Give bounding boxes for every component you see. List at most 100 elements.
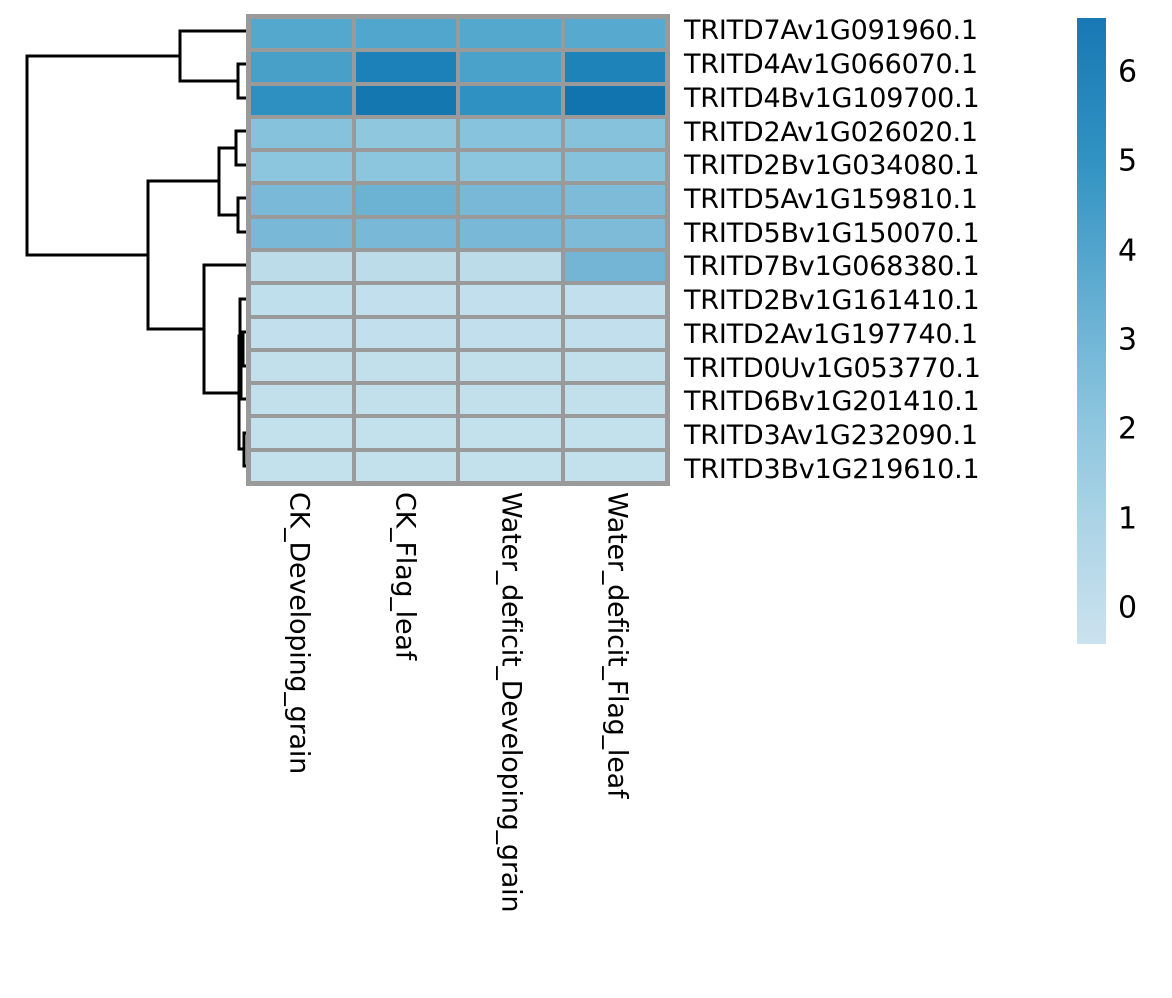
column-label: CK_Developing_grain	[283, 492, 315, 775]
column-label: CK_Flag_leaf	[389, 492, 421, 661]
heatmap-cell	[355, 251, 456, 282]
heatmap-cell	[251, 351, 352, 382]
heatmap-cell	[251, 251, 352, 282]
row-label: TRITD7Bv1G068380.1	[684, 251, 980, 283]
heatmap-cell	[460, 385, 561, 415]
heatmap-cell	[355, 85, 456, 115]
row-label: TRITD2Bv1G161410.1	[684, 285, 980, 317]
heatmap-cell	[355, 52, 456, 82]
heatmap-cell	[355, 285, 456, 315]
heatmap-cell	[251, 318, 352, 348]
column-label-slot: Water_deficit_Flag_leaf	[564, 492, 670, 912]
column-label: Water_deficit_Flag_leaf	[601, 492, 633, 799]
heatmap-cell	[564, 285, 665, 315]
heatmap-cell	[460, 118, 561, 149]
row-label: TRITD2Bv1G034080.1	[684, 150, 980, 182]
heatmap-cell	[355, 118, 456, 149]
row-label: TRITD6Bv1G201410.1	[684, 386, 980, 418]
heatmap-cell	[460, 418, 561, 448]
heatmap-cell	[564, 451, 665, 481]
colorbar-tick-label: 0	[1118, 590, 1138, 626]
column-label: Water_deficit_Developing_grain	[495, 492, 527, 913]
colorbar-tick-label: 3	[1118, 322, 1138, 358]
heatmap-row	[251, 52, 665, 82]
column-label-slot: Water_deficit_Developing_grain	[458, 492, 564, 912]
heatmap-row	[251, 85, 665, 115]
heatmap-row	[251, 185, 665, 215]
heatmap-cell	[251, 185, 352, 215]
heatmap-cell	[460, 152, 561, 182]
row-dendrogram	[25, 29, 246, 468]
heatmap-cell	[564, 251, 665, 282]
heatmap-cell	[355, 451, 456, 481]
heatmap-cell	[460, 285, 561, 315]
heatmap-cell	[355, 152, 456, 182]
row-label: TRITD3Bv1G219610.1	[684, 453, 980, 485]
column-label-slot: CK_Flag_leaf	[352, 492, 458, 912]
heatmap-cell	[355, 418, 456, 448]
heatmap-cell	[355, 185, 456, 215]
heatmap-cell	[564, 218, 665, 248]
heatmap-cell	[251, 385, 352, 415]
colorbar-tick-label: 4	[1118, 233, 1138, 268]
heatmap-row	[251, 418, 665, 448]
heatmap-cell	[564, 152, 665, 182]
heatmap-cell	[564, 418, 665, 448]
heatmap-cell	[460, 351, 561, 382]
heatmap-cell	[251, 152, 352, 182]
heatmap-cell	[564, 351, 665, 382]
row-label: TRITD5Av1G159810.1	[684, 183, 978, 215]
row-label: TRITD4Av1G066070.1	[684, 49, 978, 81]
heatmap-cell	[564, 85, 665, 115]
heatmap-cell	[564, 19, 665, 49]
column-label-list: CK_Developing_grain CK_Flag_leaf Water_def…	[246, 492, 670, 912]
heatmap-cell	[460, 318, 561, 348]
heatmap-cell	[460, 251, 561, 282]
heatmap-cell	[460, 85, 561, 115]
heatmap-row	[251, 451, 665, 481]
heatmap-row	[251, 19, 665, 49]
row-label: TRITD3Av1G232090.1	[684, 419, 978, 451]
heatmap-row	[251, 118, 665, 149]
row-label: TRITD0Uv1G053770.1	[684, 352, 981, 384]
heatmap-cell	[251, 418, 352, 448]
heatmap-cell	[564, 318, 665, 348]
heatmap-cell	[251, 118, 352, 149]
row-label: TRITD5Bv1G150070.1	[684, 217, 980, 249]
heatmap-cell	[460, 19, 561, 49]
heatmap-cell	[355, 19, 456, 49]
heatmap-cell	[251, 451, 352, 481]
heatmap-row	[251, 251, 665, 282]
heatmap-cell	[251, 85, 352, 115]
heatmap-row	[251, 318, 665, 348]
colorbar-tick-label: 6	[1118, 54, 1138, 90]
heatmap-cell	[460, 218, 561, 248]
colorbar-tick-label: 5	[1118, 143, 1138, 179]
heatmap-cell	[355, 351, 456, 382]
row-label: TRITD2Av1G197740.1	[684, 318, 978, 350]
column-label-slot: CK_Developing_grain	[246, 492, 352, 912]
heatmap-row	[251, 351, 665, 382]
heatmap-cell	[251, 218, 352, 248]
heatmap-cell	[564, 52, 665, 82]
heatmap-cell	[460, 52, 561, 82]
row-label: TRITD4Bv1G109700.1	[684, 82, 980, 114]
heatmap-cell	[251, 52, 352, 82]
colorbar-tick-label: 1	[1118, 501, 1138, 537]
heatmap-row	[251, 152, 665, 182]
heatmap-row	[251, 385, 665, 415]
heatmap-cell	[355, 385, 456, 415]
heatmap-cell	[355, 218, 456, 248]
heatmap-cell	[564, 118, 665, 149]
heatmap-cell	[460, 185, 561, 215]
colorbar-gradient	[1077, 18, 1106, 644]
heatmap-cell	[251, 285, 352, 315]
heatmap-grid	[246, 14, 670, 486]
heatmap-cell	[355, 318, 456, 348]
row-label: TRITD7Av1G091960.1	[684, 15, 978, 47]
heatmap-row	[251, 218, 665, 248]
